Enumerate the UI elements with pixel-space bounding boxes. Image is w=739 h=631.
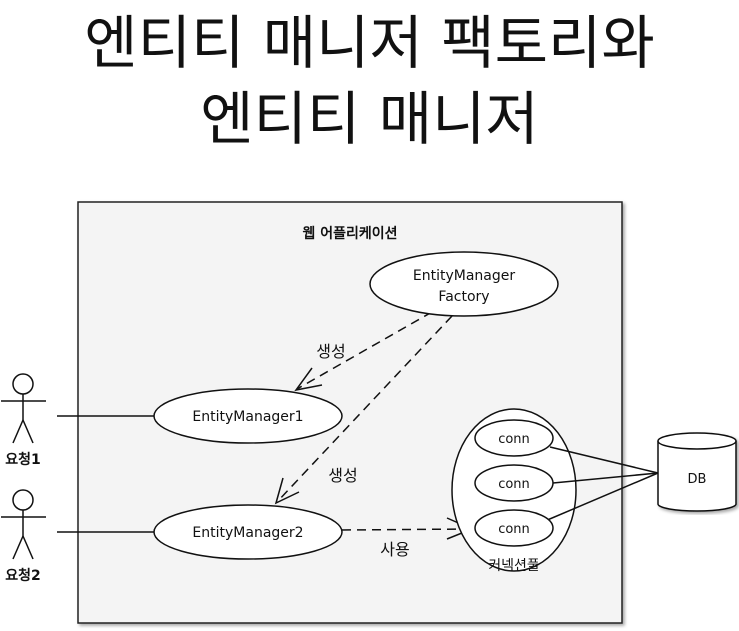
database-cylinder (657, 432, 737, 512)
title-line-1: 엔티티 매니저 팩토리와 (84, 9, 655, 77)
create-label-1: 생성 (316, 342, 345, 361)
em1-label: EntityManager1 (192, 409, 303, 425)
use-label: 사용 (380, 540, 409, 559)
container-label: 웹 어플리케이션 (302, 225, 397, 242)
db-link-3 (544, 472, 659, 522)
actor-request-2 (1, 489, 46, 560)
create-arrow-2 (276, 315, 453, 503)
em2-label: EntityManager2 (192, 525, 303, 541)
create-arrow-1 (296, 311, 433, 390)
factory-label-1: EntityManager (413, 268, 515, 284)
entity-manager-factory (369, 251, 559, 317)
conn-3 (474, 509, 554, 547)
create-label-2: 생성 (328, 466, 357, 485)
actor-label-1: 요청1 (5, 452, 41, 468)
db-link-1 (549, 446, 659, 474)
pool-label: 커넥션풀 (488, 558, 540, 574)
conn-1-label: conn (498, 432, 530, 447)
conn-2 (474, 464, 554, 502)
use-arrow (341, 528, 473, 531)
actor-request-1 (1, 373, 46, 444)
arrowhead-2 (274, 477, 300, 505)
arrowhead-1 (294, 367, 323, 392)
actor-label-2: 요청2 (5, 568, 41, 584)
title-line-2: 엔티티 매니저 (200, 85, 539, 153)
entity-manager-2 (153, 504, 343, 560)
conn-3-label: conn (498, 522, 530, 537)
conn-1 (474, 419, 554, 457)
db-link-2 (552, 472, 659, 484)
entity-manager-1 (153, 388, 343, 444)
db-label: DB (688, 472, 707, 487)
factory-label-2: Factory (438, 289, 489, 305)
conn-2-label: conn (498, 477, 530, 492)
